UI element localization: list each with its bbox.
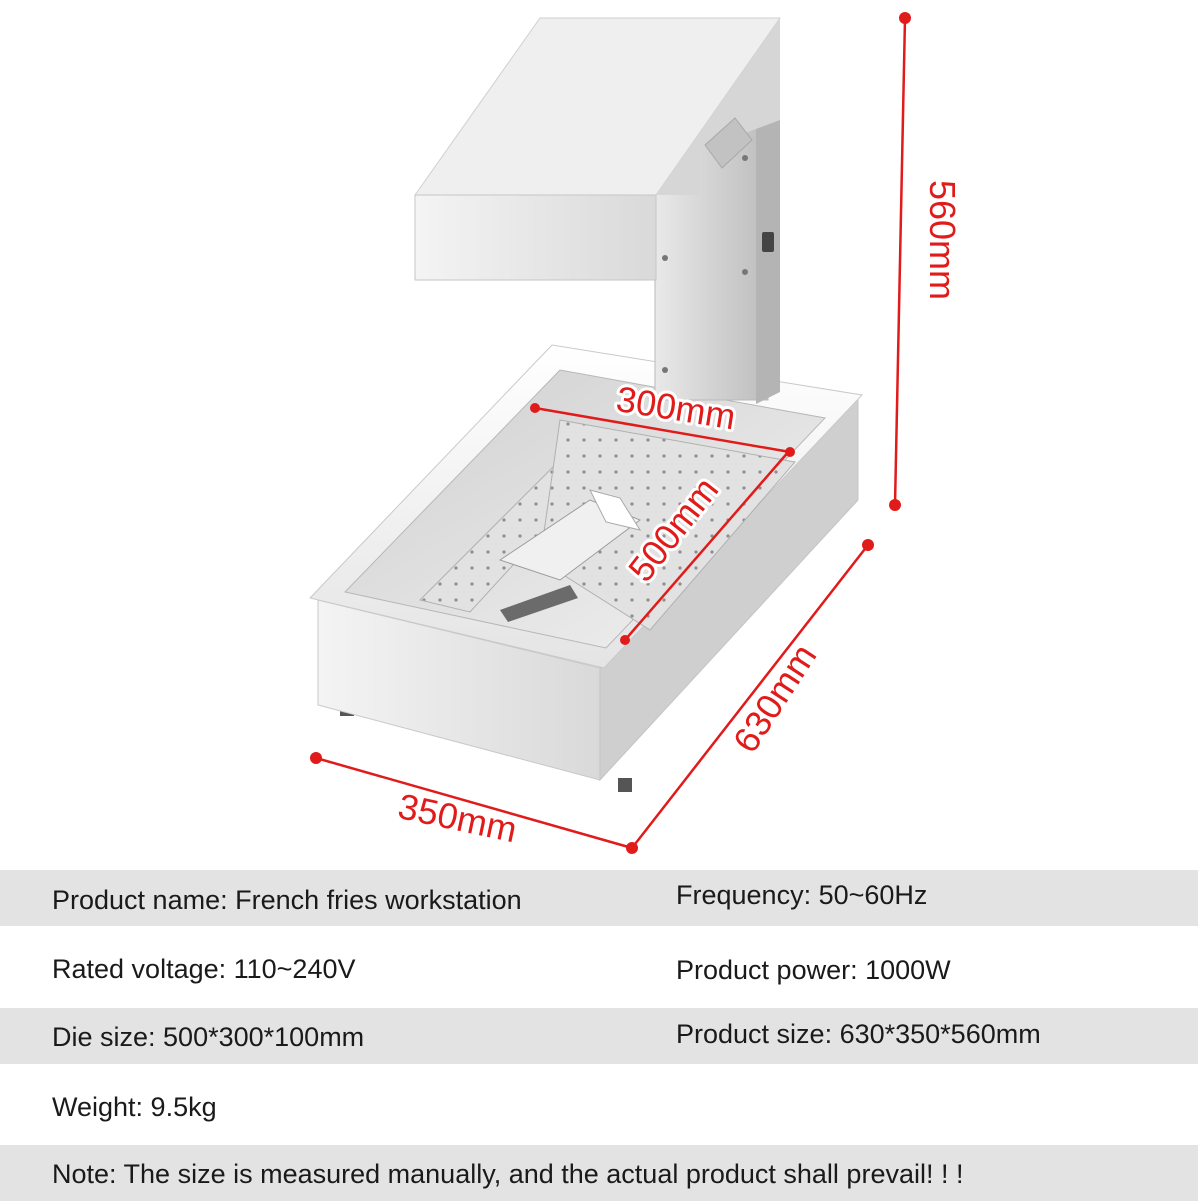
width-dimension-label: 350mm <box>395 785 521 850</box>
spec-row-1 <box>0 870 1198 926</box>
spec-product-size: Product size: 630*350*560mm <box>676 1019 1041 1049</box>
spec-weight: Weight: 9.5kg <box>52 1092 217 1122</box>
height-dimension: 560mm <box>889 12 966 511</box>
spec-note: Note: The size is measured manually, and… <box>52 1159 964 1189</box>
length-dimension-label: 630mm <box>725 637 825 760</box>
spec-die-size: Die size: 500*300*100mm <box>52 1022 365 1052</box>
spec-product-power: Product power: 1000W <box>676 955 951 985</box>
base-unit <box>309 344 864 792</box>
heat-lamp <box>414 17 781 404</box>
spec-frequency: Frequency: 50~60Hz <box>676 880 928 910</box>
spec-product-name: Product name: French fries workstation <box>52 885 522 915</box>
product-illustration: 560mm 630mm 350mm 300mm 500mm <box>309 12 966 854</box>
spec-row-5 <box>0 1145 1198 1201</box>
spec-rated-voltage: Rated voltage: 110~240V <box>52 954 356 984</box>
spec-row-3 <box>0 1008 1198 1064</box>
height-dimension-label: 560mm <box>922 180 963 300</box>
